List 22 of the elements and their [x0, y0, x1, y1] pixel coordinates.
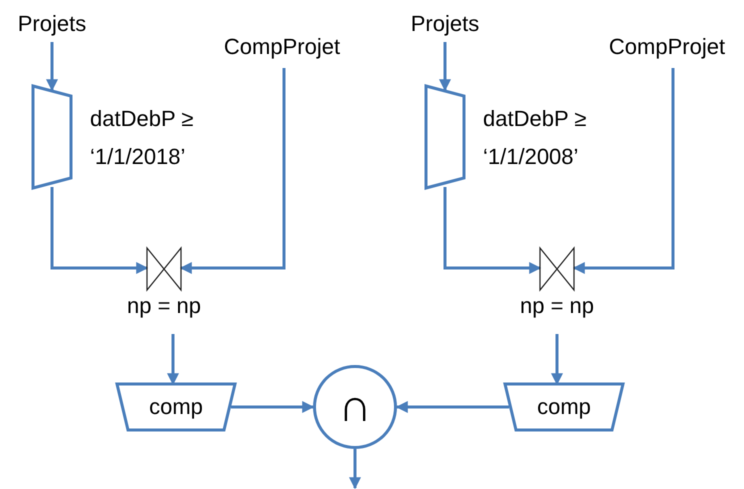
intersection-symbol: ∩ [338, 382, 372, 428]
arrow [444, 187, 542, 274]
arrow [551, 334, 563, 386]
relation-name: Projets [410, 11, 480, 37]
arrow [180, 68, 286, 274]
arrow [396, 401, 509, 413]
condition-label: datDebP ≥ ‘1/1/2018’ [90, 105, 194, 171]
attribute-name: comp [149, 394, 203, 420]
arrow [439, 42, 451, 92]
arrow [167, 334, 179, 386]
arrow [572, 68, 674, 274]
relation-name: Projets [18, 11, 86, 37]
relation-name: CompProjet [608, 34, 726, 60]
attribute-name: comp [537, 394, 591, 420]
arrow [50, 187, 148, 274]
relation-name: CompProjet [224, 34, 340, 60]
arrow [349, 449, 361, 489]
arrow [46, 42, 58, 92]
condition-label: np = np [518, 292, 595, 320]
condition-label: np = np [126, 292, 202, 320]
arrow [231, 401, 314, 413]
condition-label: datDebP ≥ ‘1/1/2008’ [483, 105, 588, 171]
